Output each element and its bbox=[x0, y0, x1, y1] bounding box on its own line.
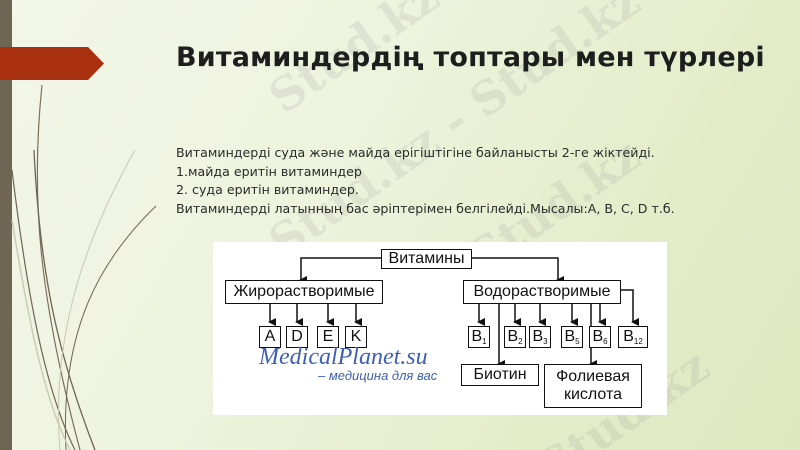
vitamin-box-e: E bbox=[317, 326, 339, 348]
water-soluble-box: Водорастворимые bbox=[463, 280, 621, 304]
left-decorative-bar bbox=[0, 0, 12, 450]
decorative-curves bbox=[11, 84, 157, 450]
vitamin-box-a: A bbox=[259, 326, 281, 348]
vitamin-classification-diagram: Витамины Жирорастворимые Водорастворимые… bbox=[213, 242, 667, 415]
title-accent-arrow bbox=[0, 47, 104, 80]
medicalplanet-logo: MedicalPlanet.su bbox=[259, 344, 428, 370]
slide-title: Витаминдердің топтары мен түрлері bbox=[176, 42, 765, 73]
fat-soluble-box: Жирорастворимые bbox=[225, 280, 383, 304]
biotin-box: Биотин bbox=[461, 364, 539, 386]
medicalplanet-tagline: – медицина для вас bbox=[318, 368, 438, 383]
watermark-text: Stud.kz - Stud.kz bbox=[259, 0, 650, 270]
body-line: 2. суда еритін витаминдер. bbox=[176, 182, 359, 197]
slide-body: Витаминдерді суда және майда ерігіштігін… bbox=[176, 144, 675, 218]
body-line: Витаминдерді суда және майда ерігіштігін… bbox=[176, 145, 655, 160]
vitamin-box-d: D bbox=[286, 326, 308, 348]
root-box-vitamins: Витамины bbox=[381, 249, 472, 269]
body-line: 1.майда еритін витаминдер bbox=[176, 163, 362, 179]
folic-acid-box: Фолиевая кислота bbox=[544, 364, 642, 408]
body-line: Витаминдерді латынның бас әріптерімен бе… bbox=[176, 200, 675, 216]
vitamin-box-k: K bbox=[345, 326, 367, 348]
diagram-connectors bbox=[268, 257, 639, 368]
